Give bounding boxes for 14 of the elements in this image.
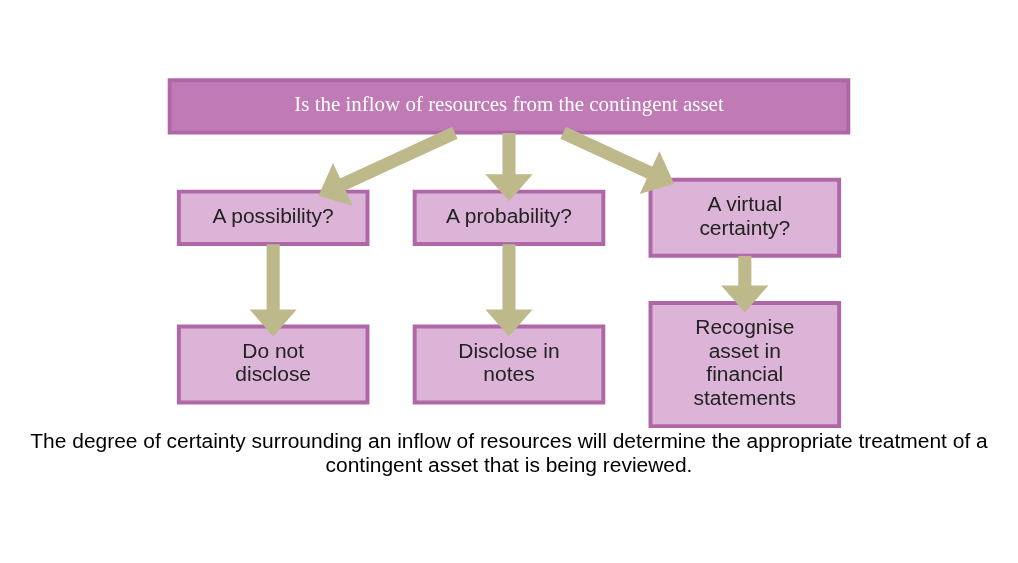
arrow: [249, 243, 297, 336]
node-box: A possibility?: [176, 189, 370, 246]
node-box: Is the inflow of resources from the contingent asset: [167, 77, 851, 135]
arrow: [318, 126, 458, 206]
arrow: [721, 255, 769, 312]
node-box: Do not disclose: [176, 324, 370, 404]
arrow: [485, 132, 533, 201]
arrow: [560, 126, 675, 194]
node-box: Recognise asset in financial statements: [648, 300, 842, 428]
caption: The degree of certainty surrounding an inflow of resources will determine the appropriate treatment of a contingent asset that is being reviewed.: [30, 428, 988, 476]
node-box: Disclose in notes: [412, 324, 606, 404]
node-box: A probability?: [412, 189, 606, 246]
arrow: [485, 243, 533, 336]
node-box: A virtual certainty?: [648, 177, 842, 258]
